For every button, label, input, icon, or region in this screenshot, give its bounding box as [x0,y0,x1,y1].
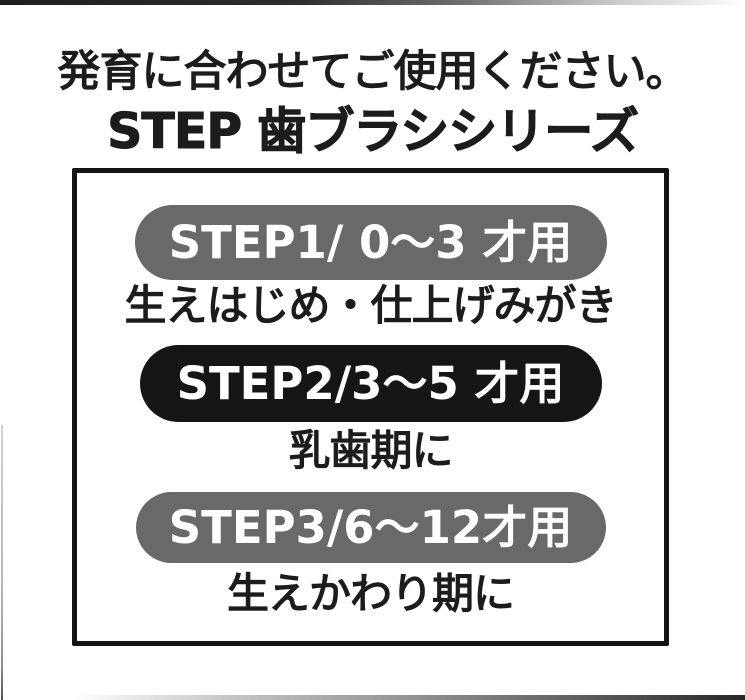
step2-pill-label: STEP2/3〜5 才用 [176,357,565,410]
scan-edge-top [0,0,745,5]
scan-edge-bottom [72,695,745,700]
step1-description: 生えはじめ・仕上げみがき [124,281,617,330]
step2-pill: STEP2/3〜5 才用 [139,345,602,422]
step3-description: 生えかわり期に [226,569,515,618]
steps-box: STEP1/ 0〜3 才用 生えはじめ・仕上げみがき STEP2/3〜5 才用 … [72,168,669,646]
step2-description: 乳歯期に [288,426,453,475]
step1-pill: STEP1/ 0〜3 才用 [134,205,607,280]
step1-pill-label: STEP1/ 0〜3 才用 [168,216,573,269]
step3-pill: STEP3/6〜12才用 [135,492,606,563]
series-title: STEP 歯ブラシシリーズ [107,103,640,161]
usage-note-title: 発育に合わせてご使用ください。 [57,47,689,97]
step3-pill-label: STEP3/6〜12才用 [168,501,573,554]
scan-edge-left [1,425,3,700]
